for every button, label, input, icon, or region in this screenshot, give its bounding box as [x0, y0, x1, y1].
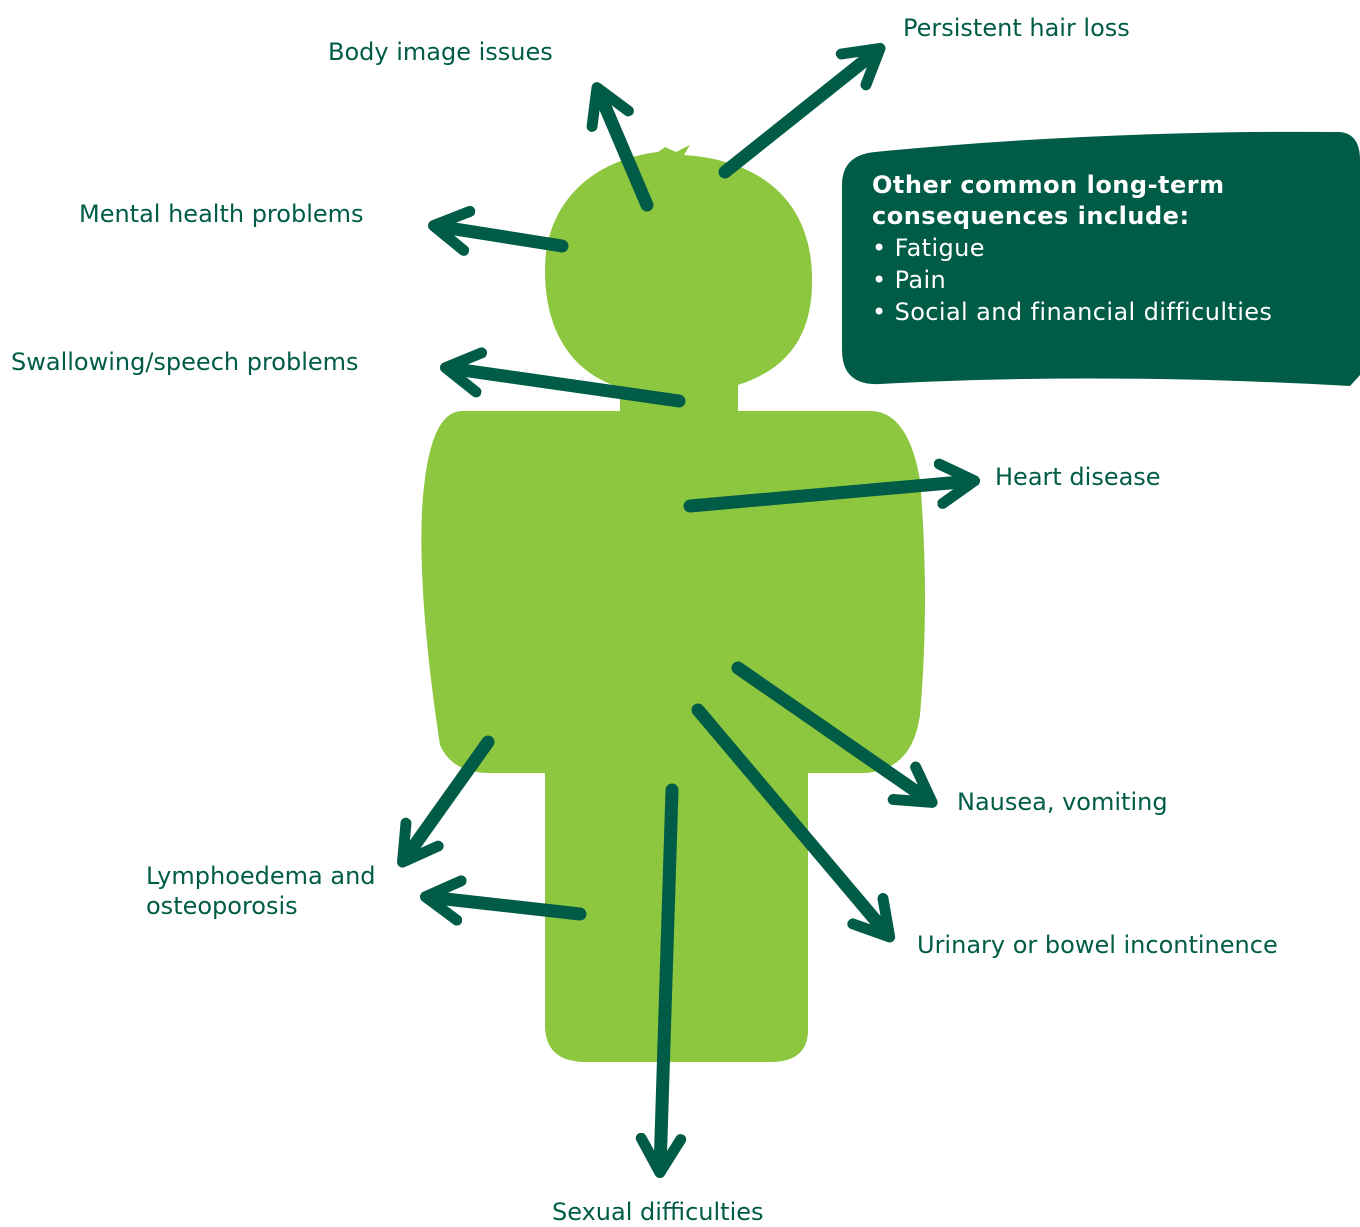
callout-item-pain: Pain — [872, 264, 1342, 296]
person-head — [545, 145, 813, 396]
callout-heading-line-1: Other common long-term — [872, 171, 1225, 199]
arrow-lymph-upper — [404, 735, 495, 860]
callout-item-fatigue: Fatigue — [872, 232, 1342, 264]
label-lymphoedema-line-1: Lymphoedema and — [146, 862, 376, 890]
label-incontinence: Urinary or bowel incontinence — [917, 931, 1278, 959]
label-nausea: Nausea, vomiting — [957, 788, 1168, 816]
arrow-nausea — [731, 661, 930, 801]
arrow-swallowing — [448, 368, 686, 408]
label-swallowing: Swallowing/speech problems — [11, 348, 359, 376]
label-heart-disease: Heart disease — [995, 463, 1161, 491]
arrow-urinary — [691, 703, 888, 935]
arrow-lymph-lower — [428, 897, 587, 914]
callout-heading-line-2: consequences include: — [872, 202, 1190, 230]
label-mental-health: Mental health problems — [79, 200, 364, 228]
arrow-hair-loss — [718, 50, 878, 179]
callout-item-social-financial: Social and financial difficulties — [872, 296, 1342, 328]
arrow-heart — [683, 481, 972, 513]
arrow-mental-health — [436, 226, 569, 246]
person-figure — [421, 145, 925, 1062]
arrow-body-image — [598, 90, 654, 212]
callout-content: Other common long-term consequences incl… — [872, 170, 1342, 328]
label-body-image: Body image issues — [328, 38, 553, 66]
arrow-sexual — [660, 783, 672, 1170]
arrows — [404, 50, 972, 1170]
callout-list: Fatigue Pain Social and financial diffic… — [872, 232, 1342, 328]
label-sexual-difficulties: Sexual difficulties — [552, 1198, 764, 1226]
person-torso — [421, 411, 925, 1062]
label-hair-loss: Persistent hair loss — [903, 14, 1130, 42]
label-lymphoedema-line-2: osteoporosis — [146, 892, 298, 920]
